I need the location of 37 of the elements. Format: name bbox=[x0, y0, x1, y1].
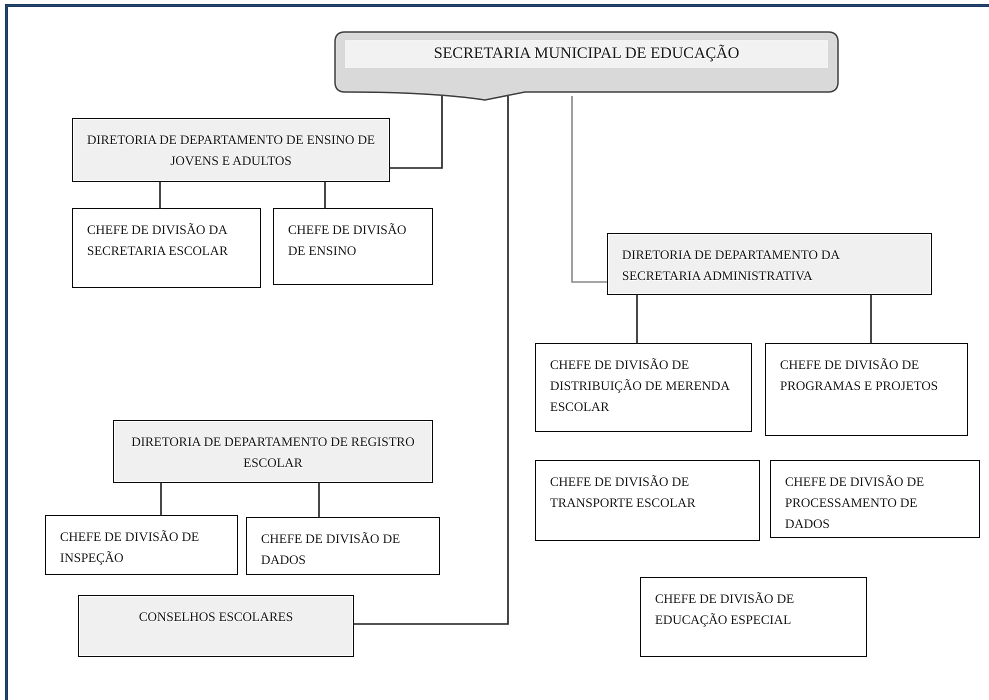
box-label: DIRETORIA DE DEPARTAMENTO DA SECRETARIA ADMINISTRATIVA bbox=[622, 246, 841, 285]
box-label: DIRETORIA DE DEPARTAMENTO DE REGISTRO ESCOLAR bbox=[130, 433, 416, 472]
connector-line bbox=[324, 182, 326, 208]
box-label: CHEFE DE DIVISÃO DE DADOS bbox=[261, 530, 402, 569]
division-box bbox=[45, 515, 238, 575]
box-label: CHEFE DE DIVISÃO DA SECRETARIA ESCOLAR bbox=[87, 221, 229, 260]
connector-line bbox=[390, 96, 443, 169]
box-label: SECRETARIA MUNICIPAL DE EDUCAÇÃO bbox=[432, 44, 740, 64]
connector-line bbox=[870, 295, 872, 343]
connector-line bbox=[160, 483, 162, 515]
box-label: DIRETORIA DE DEPARTAMENTO DE ENSINO DE JOVENS E ADULTOS bbox=[87, 131, 375, 170]
box-label: CHEFE DE DIVISÃO DE ENSINO bbox=[288, 221, 408, 260]
division-box bbox=[72, 208, 261, 288]
box-label: CHEFE DE DIVISÃO DE TRANSPORTE ESCOLAR bbox=[550, 473, 696, 512]
box-label: CHEFE DE DIVISÃO DE PROCESSAMENTO DE DADOS bbox=[785, 473, 926, 533]
connector-line bbox=[636, 295, 638, 343]
box-label: CHEFE DE DIVISÃO DE INSPEÇÃO bbox=[60, 528, 200, 567]
division-box bbox=[273, 208, 433, 285]
division-box bbox=[246, 517, 440, 575]
division-box bbox=[535, 343, 752, 432]
box-label: CHEFE DE DIVISÃO DE PROGRAMAS E PROJETOS bbox=[780, 356, 939, 395]
connector-line bbox=[571, 96, 607, 283]
box-label: CHEFE DE DIVISÃO DE DISTRIBUIÇÃO DE MERENDA ESCOLAR bbox=[550, 356, 731, 416]
connector-line bbox=[159, 182, 161, 208]
connector-line bbox=[318, 483, 320, 517]
box-label: CONSELHOS ESCOLARES bbox=[138, 608, 294, 626]
division-box bbox=[765, 343, 968, 436]
connector-line bbox=[354, 96, 509, 625]
division-box bbox=[770, 460, 980, 538]
department-box bbox=[607, 233, 932, 295]
department-box bbox=[72, 118, 390, 182]
box-label: CHEFE DE DIVISÃO DE EDUCAÇÃO ESPECIAL bbox=[655, 590, 796, 629]
division-box bbox=[535, 460, 760, 541]
council-box bbox=[78, 595, 354, 657]
division-box bbox=[640, 577, 867, 657]
callout-box bbox=[333, 30, 840, 102]
department-box bbox=[113, 420, 433, 483]
